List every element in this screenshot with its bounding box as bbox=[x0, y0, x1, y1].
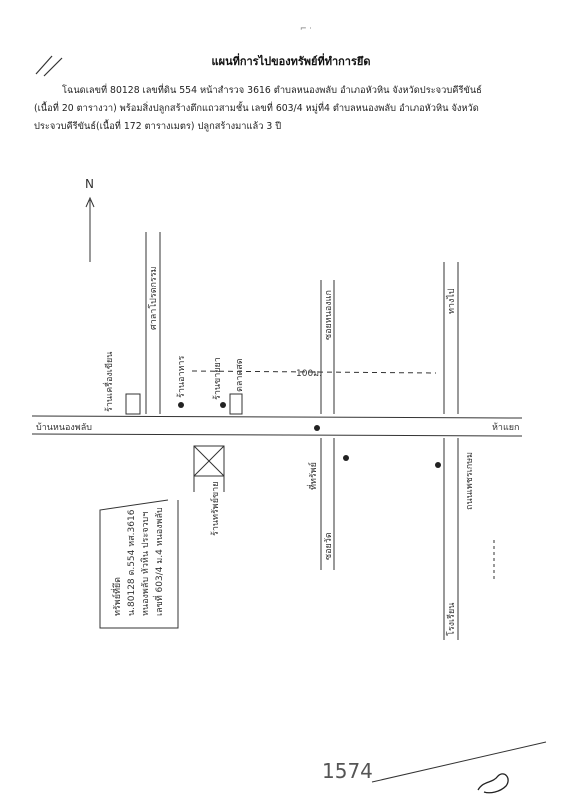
distance-label: 100ม. bbox=[296, 369, 322, 379]
road-right-label: ห้าแยก bbox=[492, 422, 520, 433]
property-description: โฉนดเลขที่ 80128 เลขที่ดิน 554 หน้าสำรวจ… bbox=[34, 82, 554, 136]
description-line-2: (เนื้อที่ 20 ตารางวา) พร้อมสิ่งปลูกสร้าง… bbox=[34, 103, 479, 114]
shop-2-label: ตลาดสด bbox=[235, 358, 245, 392]
distance-line bbox=[191, 370, 437, 374]
pointer-label: ที่ทรัพย์ bbox=[306, 462, 319, 490]
landmark-b-label: ร้านขายยา bbox=[212, 357, 223, 400]
scan-mark: ⌐ · bbox=[300, 24, 312, 33]
left-alley-road bbox=[145, 232, 161, 414]
description-line-3: ประจวบคีรีขันธ์(เนื้อที่ 172 ตารางเมตร) … bbox=[34, 121, 282, 132]
signature-line bbox=[371, 741, 547, 783]
note-box bbox=[99, 499, 179, 629]
school-label: โรงเรียน bbox=[446, 603, 457, 636]
right-road bbox=[443, 262, 459, 640]
marker-dot bbox=[343, 455, 349, 461]
property-box-label: ร้านทรัพย์ขาย bbox=[209, 482, 221, 537]
junction-dot bbox=[314, 425, 320, 431]
alley-1-label: ซอยหนองแก bbox=[324, 290, 334, 340]
note-line-2: น.80128 ด.554 หส.3616 bbox=[127, 509, 137, 616]
signature-icon bbox=[477, 773, 509, 794]
note-line-1: ทรัพย์ที่ยึด bbox=[110, 577, 123, 616]
document-title: แผนที่การไปของทรัพย์ที่ทำการยึด bbox=[211, 55, 371, 68]
landmark-dot-2 bbox=[220, 402, 226, 408]
shop-marker bbox=[229, 393, 243, 415]
note-line-4: เลขที่ 603/4 ม.4 หนองพลับ bbox=[152, 507, 165, 616]
north-arrow-icon bbox=[85, 196, 95, 262]
landmark-dot bbox=[178, 402, 184, 408]
north-label: N bbox=[85, 177, 94, 191]
shop-1-label: ร้านเครื่องเขียน bbox=[102, 352, 115, 412]
slash-mark-icon bbox=[35, 55, 63, 77]
road-bottom-label: ซอยวัด bbox=[324, 532, 334, 560]
building-vertical-1: ศาลาโปรดกรรม bbox=[148, 266, 159, 330]
right-top-label: ทางไป bbox=[446, 288, 457, 314]
middle-road-upper bbox=[320, 280, 335, 414]
right-road-label: ถนนเพชรเกษม bbox=[465, 452, 475, 510]
middle-road-lower bbox=[320, 438, 335, 570]
landmark-a-label: ร้านอาหาร bbox=[176, 356, 187, 398]
house-marker bbox=[125, 393, 141, 415]
road-left-label: บ้านหนองพลับ bbox=[36, 422, 92, 433]
main-road bbox=[31, 415, 523, 437]
note-line-3: หนองพลับ หัวหิน ประจวบฯ bbox=[140, 512, 151, 616]
description-line-1: โฉนดเลขที่ 80128 เลขที่ดิน 554 หน้าสำรวจ… bbox=[62, 85, 482, 96]
bottom-number: 1574 bbox=[322, 759, 373, 783]
property-box bbox=[193, 445, 225, 492]
right-marker-dot bbox=[435, 462, 441, 468]
